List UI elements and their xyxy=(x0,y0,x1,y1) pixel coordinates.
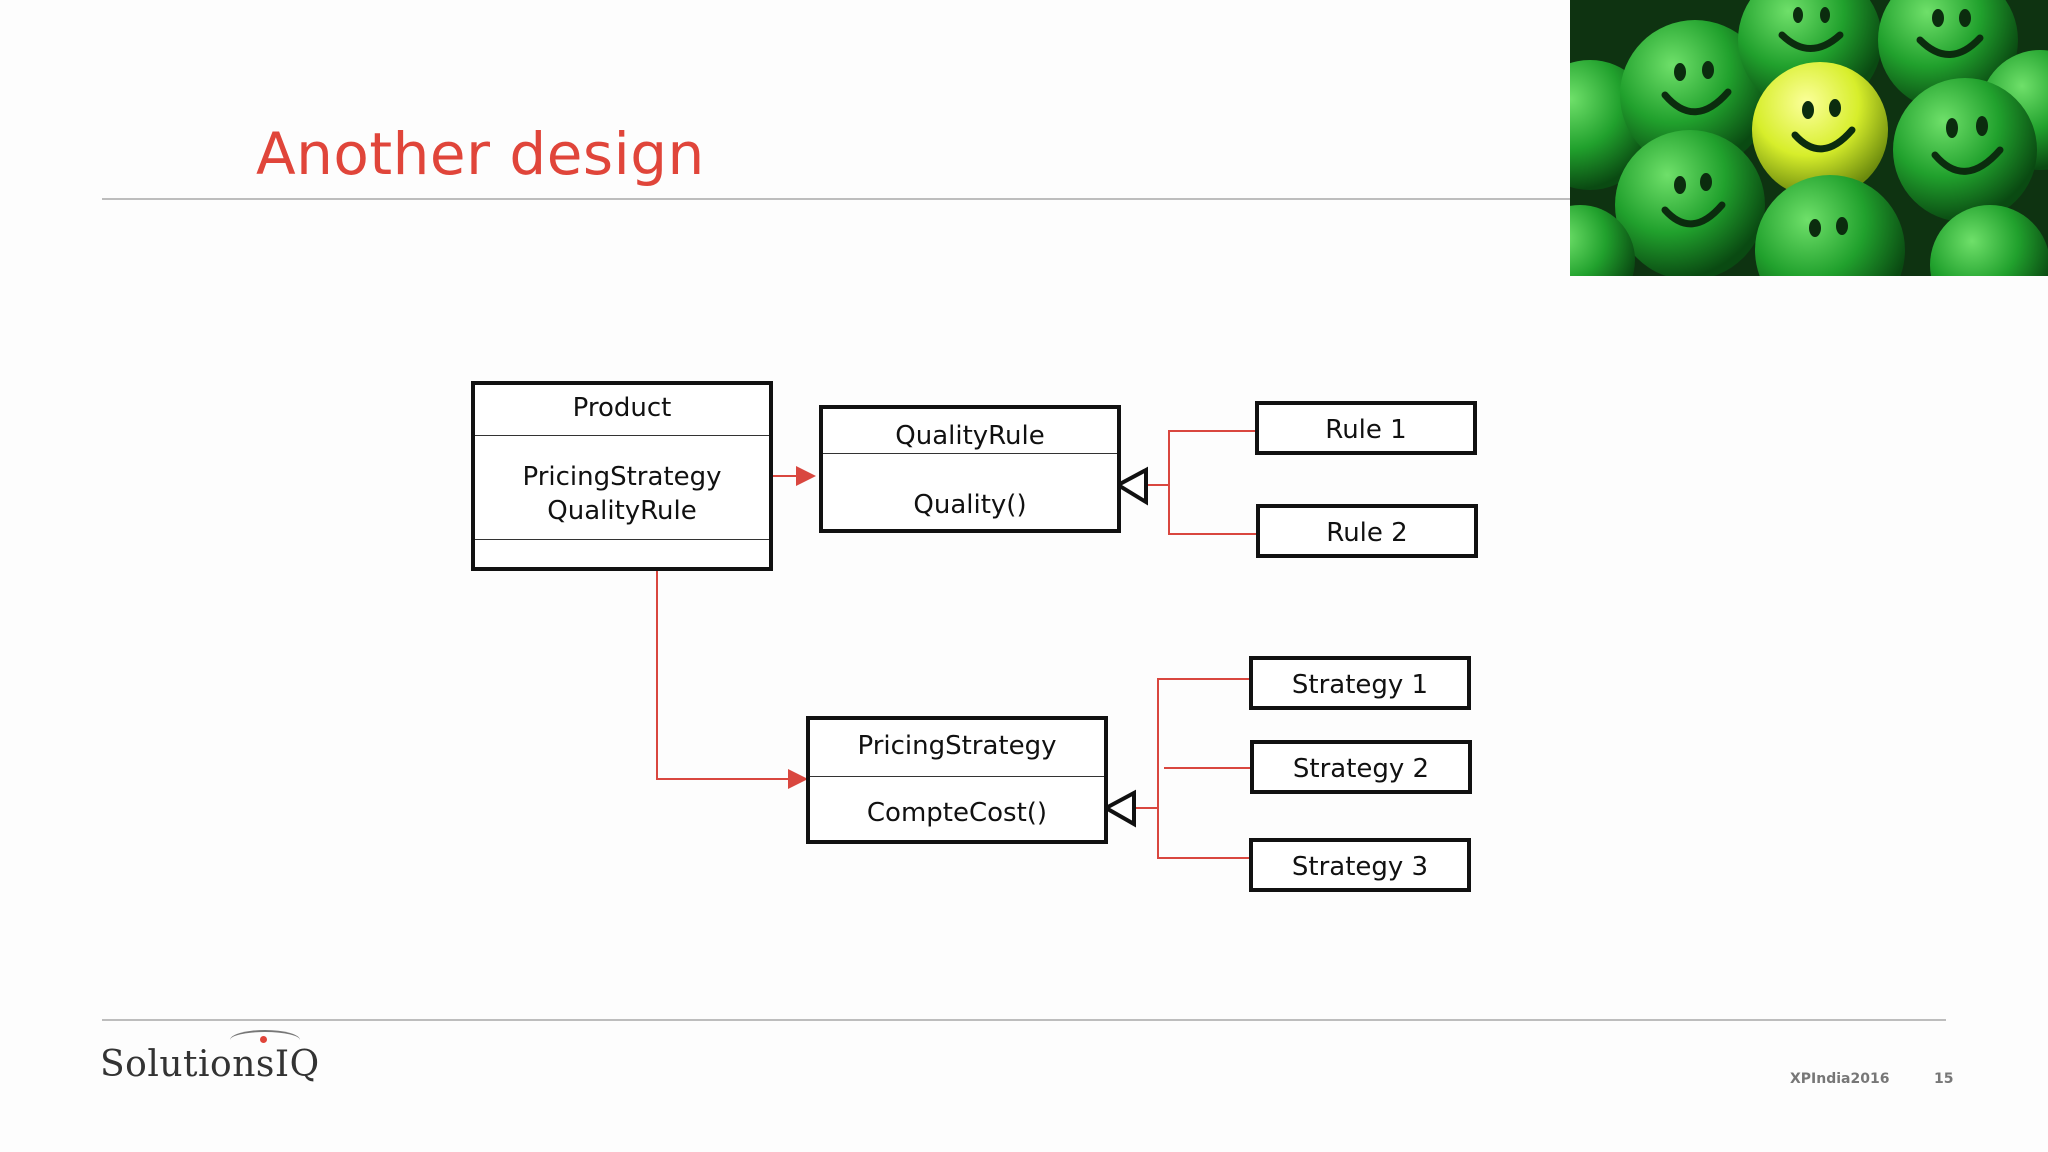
footer-divider xyxy=(102,1019,1946,1021)
solutionsiq-logo: SolutionsIQ xyxy=(100,1030,320,1085)
product-pricing-association xyxy=(656,570,808,789)
rule-2-label: Rule 2 xyxy=(1326,518,1408,548)
logo-arc-icon xyxy=(230,1030,300,1050)
strategy-2-box: Strategy 2 xyxy=(1250,740,1472,794)
rule-2-box: Rule 2 xyxy=(1256,504,1478,558)
quality-rule-separator xyxy=(823,453,1117,454)
product-class-name: Product xyxy=(572,393,672,423)
logo-dot-icon xyxy=(260,1036,267,1043)
strategy-3-label: Strategy 3 xyxy=(1291,852,1429,882)
quality-rule-class-name: QualityRule xyxy=(895,421,1045,451)
strategy-1-box: Strategy 1 xyxy=(1249,656,1471,710)
pricing-strategy-operation: CompteCost() xyxy=(866,798,1048,828)
strategy-1-label: Strategy 1 xyxy=(1291,670,1429,700)
pricing-strategy-separator xyxy=(810,776,1104,777)
strategy-3-box: Strategy 3 xyxy=(1249,838,1471,892)
pricing-strategy-class-box: PricingStrategy CompteCost() xyxy=(806,716,1108,844)
product-class-box: Product PricingStrategy QualityRule xyxy=(471,381,773,571)
strategy-2-label: Strategy 2 xyxy=(1292,754,1430,784)
product-separator-1 xyxy=(475,435,769,436)
quality-rule-class-box: QualityRule Quality() xyxy=(819,405,1121,533)
pricing-strategy-class-name: PricingStrategy xyxy=(857,731,1057,761)
smiley-balls-image xyxy=(1570,0,2048,276)
strategy-connector xyxy=(1157,678,1250,859)
rule-1-label: Rule 1 xyxy=(1325,415,1407,445)
quality-inheritance-triangle xyxy=(1113,466,1148,506)
conference-label: XPIndia2016 xyxy=(1790,1071,1890,1087)
quality-rule-operation: Quality() xyxy=(913,490,1027,520)
rule1-connector xyxy=(1168,430,1258,535)
logo-text: SolutionsIQ xyxy=(100,1044,320,1085)
title-divider xyxy=(102,198,1570,200)
rule-1-box: Rule 1 xyxy=(1255,401,1477,455)
slide-title: Another design xyxy=(256,120,705,188)
product-separator-2 xyxy=(475,539,769,540)
pricing-inheritance-triangle xyxy=(1101,789,1136,828)
page-number: 15 xyxy=(1934,1071,1954,1087)
product-class-attributes: PricingStrategy QualityRule xyxy=(522,462,722,526)
